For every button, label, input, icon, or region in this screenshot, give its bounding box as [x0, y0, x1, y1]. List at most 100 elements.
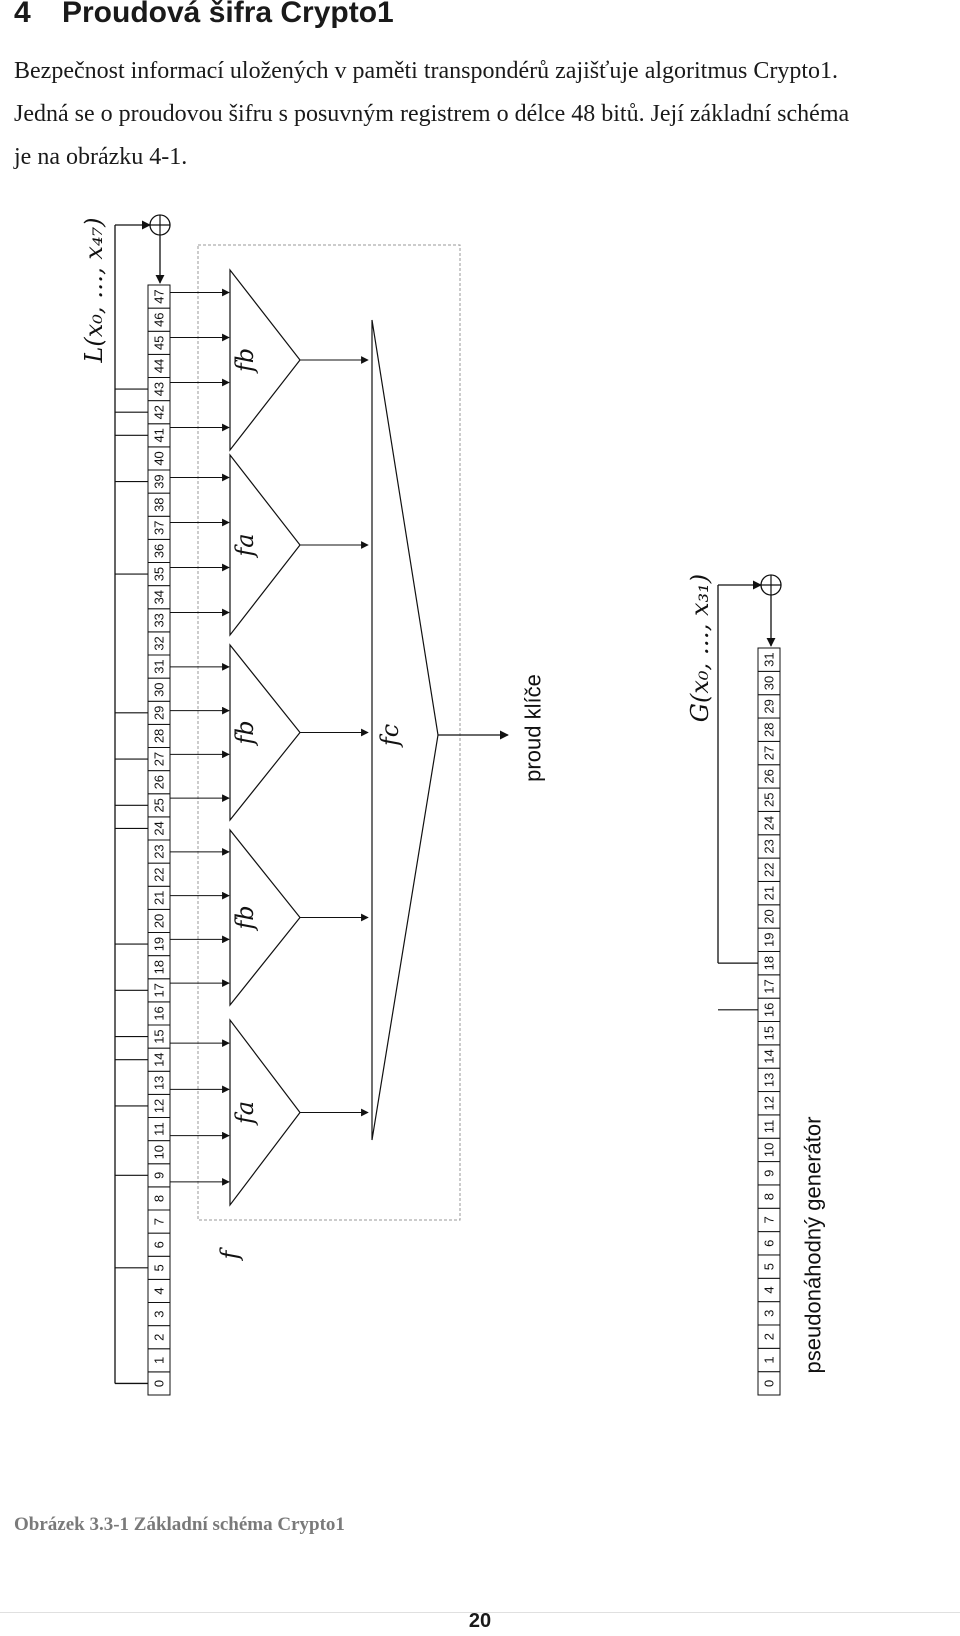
intro-paragraph: Bezpečnost informací uložených v paměti …: [14, 50, 949, 179]
section-title: Proudová šifra Crypto1: [62, 0, 394, 29]
lfsr-cell-label: 31: [152, 659, 167, 673]
lfsr-cell-label: 13: [152, 1076, 167, 1090]
prng-cell-label: 5: [762, 1263, 777, 1270]
lfsr-cell-label: 11: [152, 1122, 167, 1136]
crypto1-diagram: 0123456789101112131415161718192021222324…: [80, 214, 826, 1396]
prng-cell-label: 12: [762, 1096, 777, 1110]
sub-function-triangle: [229, 453, 301, 637]
lfsr-cell-label: 8: [152, 1195, 167, 1202]
lfsr-cell-label: 15: [152, 1029, 167, 1043]
prng-cell-label: 3: [762, 1310, 777, 1317]
lfsr-cell-label: 4: [152, 1287, 167, 1294]
sub-function-label: fa: [231, 533, 259, 558]
lfsr-cell-label: 27: [152, 752, 167, 766]
lfsr-cell-label: 39: [152, 474, 167, 488]
lfsr-cell-label: 18: [152, 960, 167, 974]
prng-cell-label: 29: [762, 699, 777, 713]
sub-function-triangle: [229, 643, 301, 822]
prng-caption: pseudonáhodný generátor: [801, 1117, 826, 1374]
prng-cell-label: 6: [762, 1240, 777, 1247]
paragraph-line-2: Jedná se o proudovou šifru s posuvným re…: [14, 101, 850, 127]
sub-function-label: fb: [231, 905, 259, 931]
lfsr-cell-label: 6: [152, 1241, 167, 1248]
lfsr-cell-label: 19: [152, 937, 167, 951]
prng-cell-label: 9: [762, 1170, 777, 1177]
lfsr-cell-label: 3: [152, 1310, 167, 1317]
sub-function-label: fa: [231, 1101, 259, 1126]
prng-cell: [757, 647, 781, 672]
lfsr-cell-label: 28: [152, 729, 167, 743]
paragraph-line-1: Bezpečnost informací uložených v paměti …: [14, 58, 839, 84]
paragraph-line-3: je na obrázku 4-1.: [14, 144, 188, 170]
prng-cell-label: 17: [762, 979, 777, 993]
lfsr-cell-label: 21: [152, 891, 167, 905]
lfsr-cell: [147, 284, 171, 309]
prng-cell-label: 11: [762, 1120, 777, 1134]
prng-cell-label: 10: [762, 1143, 777, 1157]
lfsr-cell-label: 20: [152, 914, 167, 928]
lfsr-cell-label: 5: [152, 1264, 167, 1271]
lfsr-cell-label: 38: [152, 497, 167, 511]
prng-cell-label: 28: [762, 722, 777, 736]
f-label: f: [216, 1246, 244, 1261]
lfsr-cell-label: 16: [152, 1006, 167, 1020]
prng-cell-label: 31: [762, 652, 777, 666]
lfsr-cell-label: 43: [152, 382, 167, 396]
lfsr-cell-label: 30: [152, 682, 167, 696]
page-number: 20: [468, 1610, 492, 1632]
sub-function-label: fb: [231, 720, 259, 746]
lfsr-cell-label: 45: [152, 336, 167, 350]
lfsr-cell-label: 33: [152, 613, 167, 627]
prng-register: 0123456789101112131415161718192021222324…: [686, 574, 826, 1396]
lfsr-cell-label: 24: [152, 821, 167, 835]
lfsr-cell-label: 14: [152, 1052, 167, 1066]
prng-cell-label: 21: [762, 886, 777, 900]
section-number: 4: [14, 0, 31, 29]
prng-cell-label: 4: [762, 1286, 777, 1293]
prng-cell-label: 16: [762, 1003, 777, 1017]
fc-label: fc: [376, 724, 404, 748]
prng-cell-label: 27: [762, 746, 777, 760]
lfsr-feedback-taps: [114, 214, 171, 1385]
section-heading: 4 Proudová šifra Crypto1: [14, 0, 394, 30]
lfsr-cell-label: 35: [152, 567, 167, 581]
prng-cell-label: 13: [762, 1073, 777, 1087]
prng-cell-label: 20: [762, 909, 777, 923]
lfsr-cell-label: 10: [152, 1145, 167, 1159]
prng-cell-label: 19: [762, 933, 777, 947]
lfsr-cell-label: 29: [152, 706, 167, 720]
lfsr-cell-label: 7: [152, 1218, 167, 1225]
lfsr-cell-label: 23: [152, 844, 167, 858]
prng-cell-label: 15: [762, 1026, 777, 1040]
lfsr-cell-label: 22: [152, 867, 167, 881]
sub-function-triangle: [229, 1018, 301, 1207]
lfsr-cell-label: 40: [152, 451, 167, 465]
lfsr-cell-label: 0: [152, 1380, 167, 1387]
prng-label: G(x₀, …, x₃₁): [686, 574, 714, 722]
prng-cell-label: 25: [762, 793, 777, 807]
prng-cell-label: 30: [762, 676, 777, 690]
lfsr-cell-label: 46: [152, 312, 167, 326]
lfsr-cell-label: 44: [152, 359, 167, 373]
lfsr-cell-label: 32: [152, 636, 167, 650]
prng-cell-label: 26: [762, 769, 777, 783]
prng-cell-label: 0: [762, 1380, 777, 1387]
lfsr-cell-label: 2: [152, 1334, 167, 1341]
prng-cell-label: 1: [762, 1356, 777, 1363]
lfsr-cell-label: 42: [152, 405, 167, 419]
prng-cell-label: 23: [762, 839, 777, 853]
lfsr-cell-label: 25: [152, 798, 167, 812]
prng-cell-label: 22: [762, 863, 777, 877]
sub-function-triangle: [229, 268, 301, 452]
lfsr-cell-label: 17: [152, 983, 167, 997]
lfsr-cell-label: 36: [152, 544, 167, 558]
figure-caption: Obrázek 3.3-1 Základní schéma Crypto1: [14, 1514, 345, 1535]
sub-function-triangle: [229, 828, 301, 1007]
prng-cell-label: 8: [762, 1193, 777, 1200]
lfsr-cell-label: 26: [152, 775, 167, 789]
lfsr-cell-label: 41: [152, 428, 167, 442]
prng-cell-label: 14: [762, 1049, 777, 1063]
prng-cell-label: 2: [762, 1333, 777, 1340]
